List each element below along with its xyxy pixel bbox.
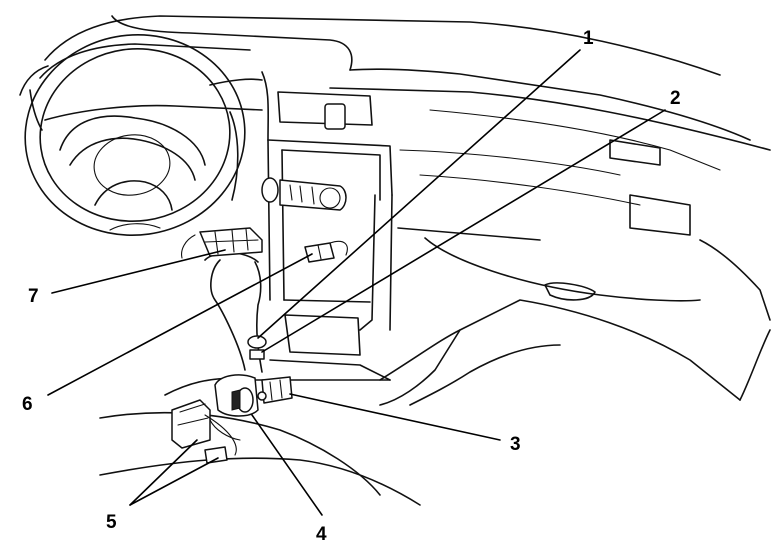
leader-3 <box>289 393 501 441</box>
leader-5b <box>129 457 219 506</box>
callouts: 1 2 3 4 5 6 7 <box>22 28 681 545</box>
leader-2 <box>261 109 666 353</box>
leader-5 <box>129 439 198 506</box>
callout-2: 2 <box>670 88 681 109</box>
leader-1 <box>257 49 581 339</box>
dashboard-upper-panel <box>39 15 771 151</box>
left-dash-area <box>19 65 263 201</box>
callout-3: 3 <box>510 434 521 455</box>
audio-unit <box>261 177 347 211</box>
connector-7 <box>181 227 263 259</box>
sensor-1-2 <box>247 335 267 360</box>
leader-4 <box>251 414 323 516</box>
center-console <box>239 139 393 381</box>
callout-1: 1 <box>583 28 594 49</box>
floor-lines <box>99 329 561 506</box>
callout-7: 7 <box>28 286 39 307</box>
callout-5: 5 <box>106 512 117 533</box>
actuator-3-4 <box>214 374 293 417</box>
steering-wheel <box>24 33 246 237</box>
callout-4: 4 <box>316 524 327 545</box>
callout-6: 6 <box>22 394 33 415</box>
leader-lines <box>47 49 666 516</box>
glove-box <box>397 109 771 401</box>
leader-6 <box>47 253 313 396</box>
ecu-5 <box>171 399 241 464</box>
leader-7 <box>51 249 226 294</box>
connector-6 <box>304 240 348 263</box>
